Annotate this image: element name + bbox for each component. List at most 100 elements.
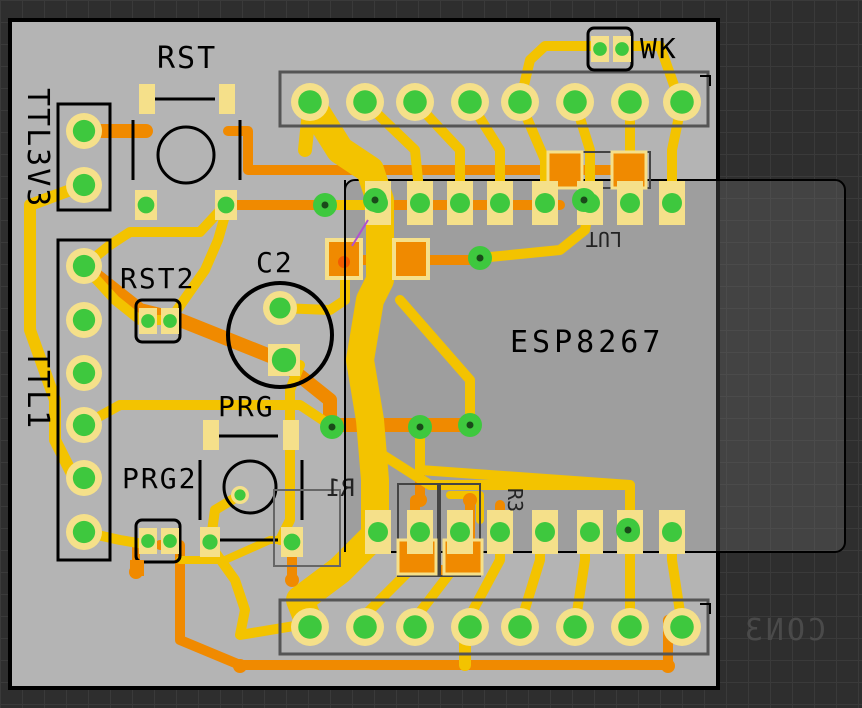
silk-text: RST WK TTL3V3 TTL1 RST2 C2 PRG PRG2 ESP8… (20, 32, 678, 495)
header-top-pad-center (298, 90, 322, 114)
header-top-pad-center (403, 90, 427, 114)
label-wk: WK (640, 32, 678, 65)
capacitor-pad-center (269, 297, 291, 319)
esp-bottom-pad-center (490, 522, 510, 542)
label-r3-mirrored: R3 (503, 488, 527, 512)
header-bottom-pad-center (298, 615, 322, 639)
program-switch-pad-center (202, 534, 218, 550)
trace-top (205, 540, 305, 640)
trace-top (620, 41, 685, 107)
purple-ratsnest (351, 219, 369, 247)
program-switch-button (222, 459, 278, 515)
jumper-rst2-pad-center (141, 314, 155, 328)
esp-bottom-pad-center (450, 522, 470, 542)
trace-top (515, 41, 605, 107)
resistor-outline (439, 483, 481, 577)
jumper-prg2-pad-center (163, 534, 177, 548)
header-bottom-pad-center (458, 615, 482, 639)
jumper-wk-pad-center (615, 42, 629, 56)
header-ttl3v3-outline (56, 102, 112, 212)
via-hole (321, 201, 329, 209)
header-bottom-pad-center (618, 615, 642, 639)
module-edge (344, 75, 711, 614)
ttl3v3-pin-center (72, 119, 96, 143)
via-hole (580, 196, 588, 204)
via-hole (371, 196, 379, 204)
trace-node (661, 659, 675, 673)
esp-bottom-pad-center (662, 522, 682, 542)
via-hole (416, 423, 424, 431)
trace-node (285, 573, 299, 587)
label-ttl3v3: TTL3V3 (20, 88, 55, 208)
via-hole (476, 254, 484, 262)
trace-top (286, 88, 394, 639)
header-bottom-pad-center (670, 615, 694, 639)
header-top-pad-center (458, 90, 482, 114)
header-top-outline (278, 70, 710, 128)
header-bottom-pad-center (353, 615, 377, 639)
jumper-prg2-pad-center (141, 534, 155, 548)
header-bottom-pad-center (508, 615, 532, 639)
smd-pad (203, 420, 219, 450)
jumper-prg2-outline (134, 518, 182, 564)
esp-bottom-pad-center (410, 522, 430, 542)
ttl1-pin-center (72, 466, 96, 490)
jumper-rst2-pad-center (163, 314, 177, 328)
esp-top-pad-center (535, 193, 555, 213)
label-con3-mirrored: CON3 (742, 613, 826, 648)
smd-pad (219, 84, 235, 114)
jumper-wk-outline (586, 26, 634, 72)
header-ttl1-outline (56, 238, 112, 562)
via-hole (328, 423, 336, 431)
mirrored-text: R1 R3 CON3 LUT (326, 227, 826, 648)
esp-top-pad-center (410, 193, 430, 213)
ttl1-pin-center (72, 361, 96, 385)
esp-top-pad-center (620, 193, 640, 213)
label-esp: ESP8267 (510, 325, 664, 360)
reset-switch-button (156, 125, 216, 185)
trace-node (233, 659, 247, 673)
silkscreen (56, 26, 710, 656)
via-hole (466, 421, 474, 429)
header-notch (700, 603, 711, 614)
trace-node (129, 565, 143, 579)
ttl1-pin-center (72, 308, 96, 332)
jumper-wk-pad-center (593, 42, 607, 56)
header-top-pad-center (508, 90, 532, 114)
esp-top-pad-center (490, 193, 510, 213)
label-rst: RST (157, 41, 217, 76)
reset-switch-pad-center (137, 196, 155, 214)
header-top-pad-center (618, 90, 642, 114)
trace-node (463, 493, 477, 507)
switch-small-pad-center (234, 489, 246, 501)
header-bottom-outline (278, 598, 710, 656)
ttl1-pin-center (72, 413, 96, 437)
esp-bottom-pad-center (580, 522, 600, 542)
label-ttl1: TTL1 (20, 350, 55, 430)
esp-top-pad-center (662, 193, 682, 213)
header-bottom-pad-center (563, 615, 587, 639)
smd-pad (392, 238, 430, 280)
esp-bottom-pad-center (535, 522, 555, 542)
ttl3v3-pin-center (72, 173, 96, 197)
label-lut-mirrored: LUT (586, 227, 622, 251)
resistor-outline (397, 483, 439, 577)
trace-top (395, 295, 475, 430)
ttl1-pin-center (72, 254, 96, 278)
label-r1-mirrored: R1 (326, 474, 355, 502)
label-prg: PRG (218, 390, 275, 423)
trace-top (176, 536, 294, 564)
jumper-rst2-outline (134, 298, 182, 344)
header-bottom-pad-center (403, 615, 427, 639)
ttl1-pin-center (72, 520, 96, 544)
trace-top (415, 420, 635, 535)
label-prg2: PRG2 (122, 462, 197, 495)
trace-top (79, 400, 335, 430)
header-notch (700, 75, 711, 86)
header-top-pad-center (353, 90, 377, 114)
trace-node (413, 493, 427, 507)
esp-top-pad-center (450, 193, 470, 213)
smd-pad (283, 420, 299, 450)
